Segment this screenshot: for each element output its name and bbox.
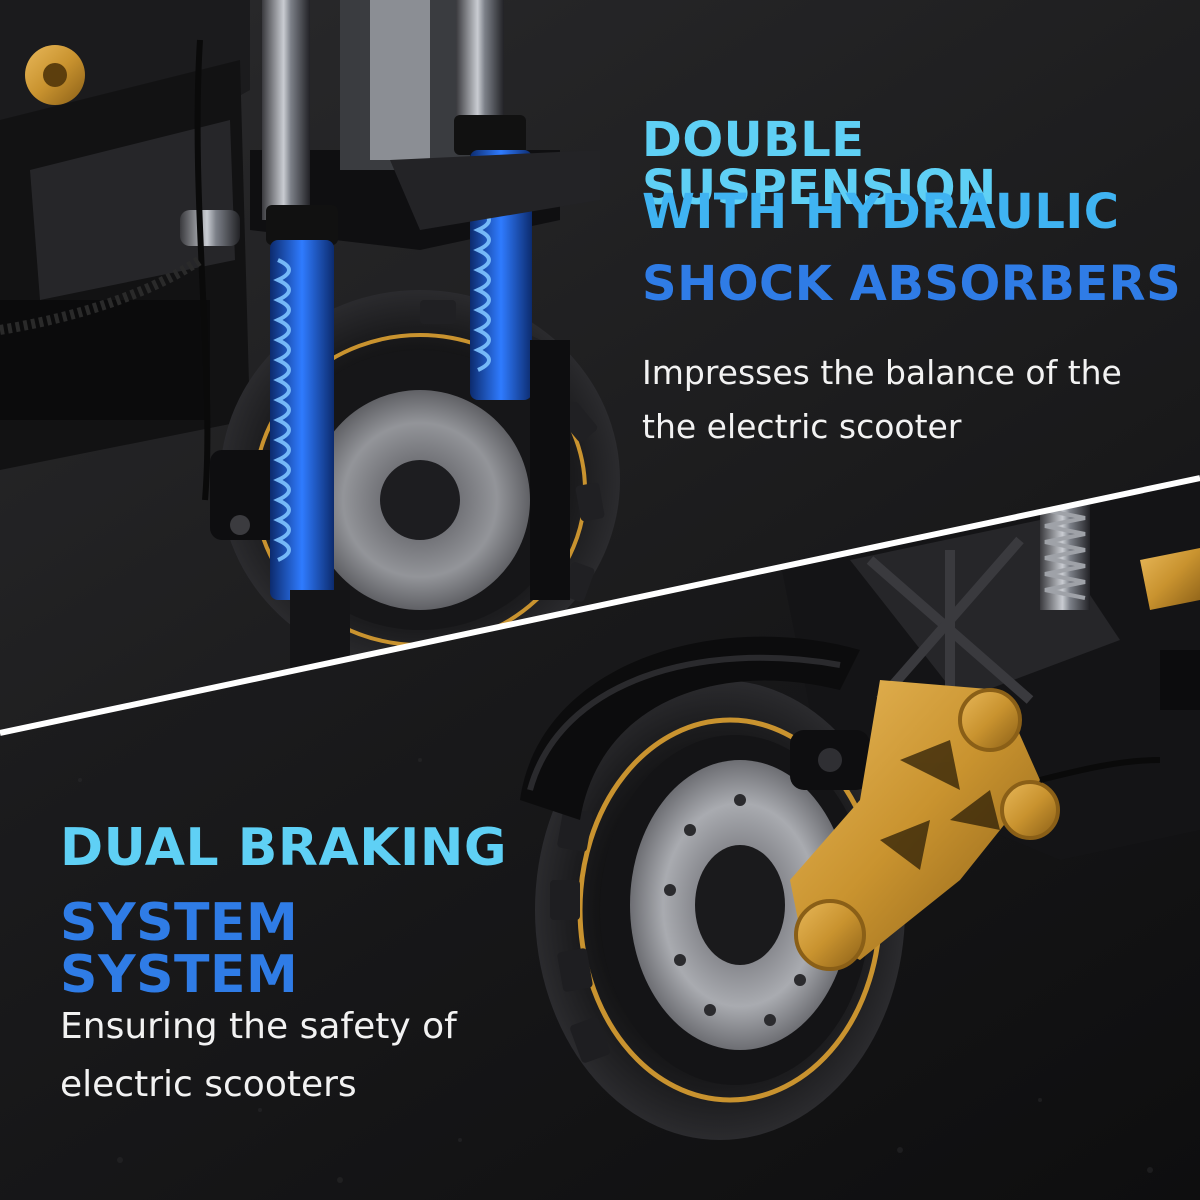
suspension-description-line: the electric scooter — [642, 407, 962, 446]
suspension-description-line: Impresses the balance of the — [642, 353, 1122, 392]
braking-headline-line: SYSTEM SYSTEM — [60, 893, 299, 1005]
braking-description-line: electric scooters — [60, 1064, 357, 1105]
suspension-headline-line: DOUBLE SUSPENSION — [642, 112, 997, 216]
suspension-feature: DOUBLE SUSPENSION WITH HYDRAULIC SHOCK A… — [642, 116, 1182, 454]
suspension-headline-line: WITH HYDRAULIC — [642, 184, 1120, 240]
suspension-description: Impresses the balance of the the electri… — [642, 346, 1182, 454]
suspension-headline-line: SHOCK ABSORBERS — [642, 256, 1182, 312]
suspension-headline: DOUBLE SUSPENSION WITH HYDRAULIC SHOCK A… — [642, 116, 1182, 332]
braking-description: Ensuring the safety of electric scooters — [60, 998, 530, 1114]
diagonal-divider — [0, 475, 1200, 736]
braking-headline: DUAL BRAKING SYSTEM SYSTEM — [60, 818, 530, 1005]
braking-feature: DUAL BRAKING SYSTEM SYSTEM Ensuring the … — [60, 822, 530, 1114]
braking-headline-line: DUAL BRAKING — [60, 818, 508, 878]
braking-description-line: Ensuring the safety of — [60, 1006, 457, 1047]
